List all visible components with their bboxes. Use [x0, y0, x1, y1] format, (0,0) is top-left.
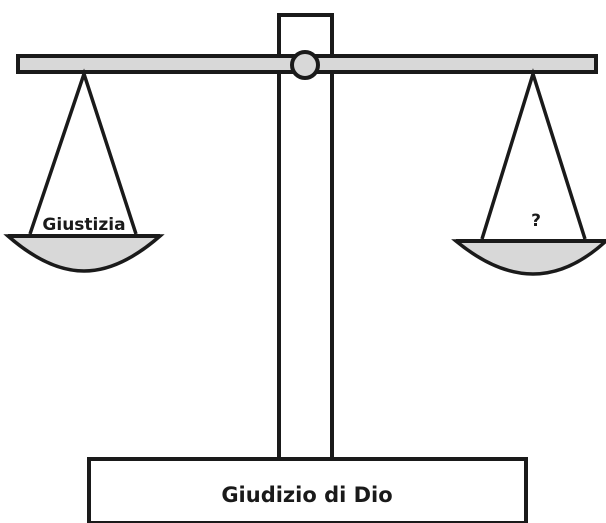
- right-pan-strings: [480, 68, 587, 240]
- base-label: Giudizio di Dio: [221, 483, 392, 507]
- left-pan: [3, 234, 165, 273]
- right-pan-label: ?: [531, 211, 541, 231]
- scale-base: [87, 457, 528, 523]
- left-pan-strings: [28, 68, 138, 235]
- right-pan: [451, 239, 606, 276]
- left-pan-assembly: Giustizia: [3, 68, 165, 273]
- pivot-circle: [290, 50, 320, 80]
- scale-post: [277, 13, 334, 464]
- left-pan-label: Giustizia: [42, 215, 125, 235]
- right-pan-assembly: ?: [451, 68, 606, 276]
